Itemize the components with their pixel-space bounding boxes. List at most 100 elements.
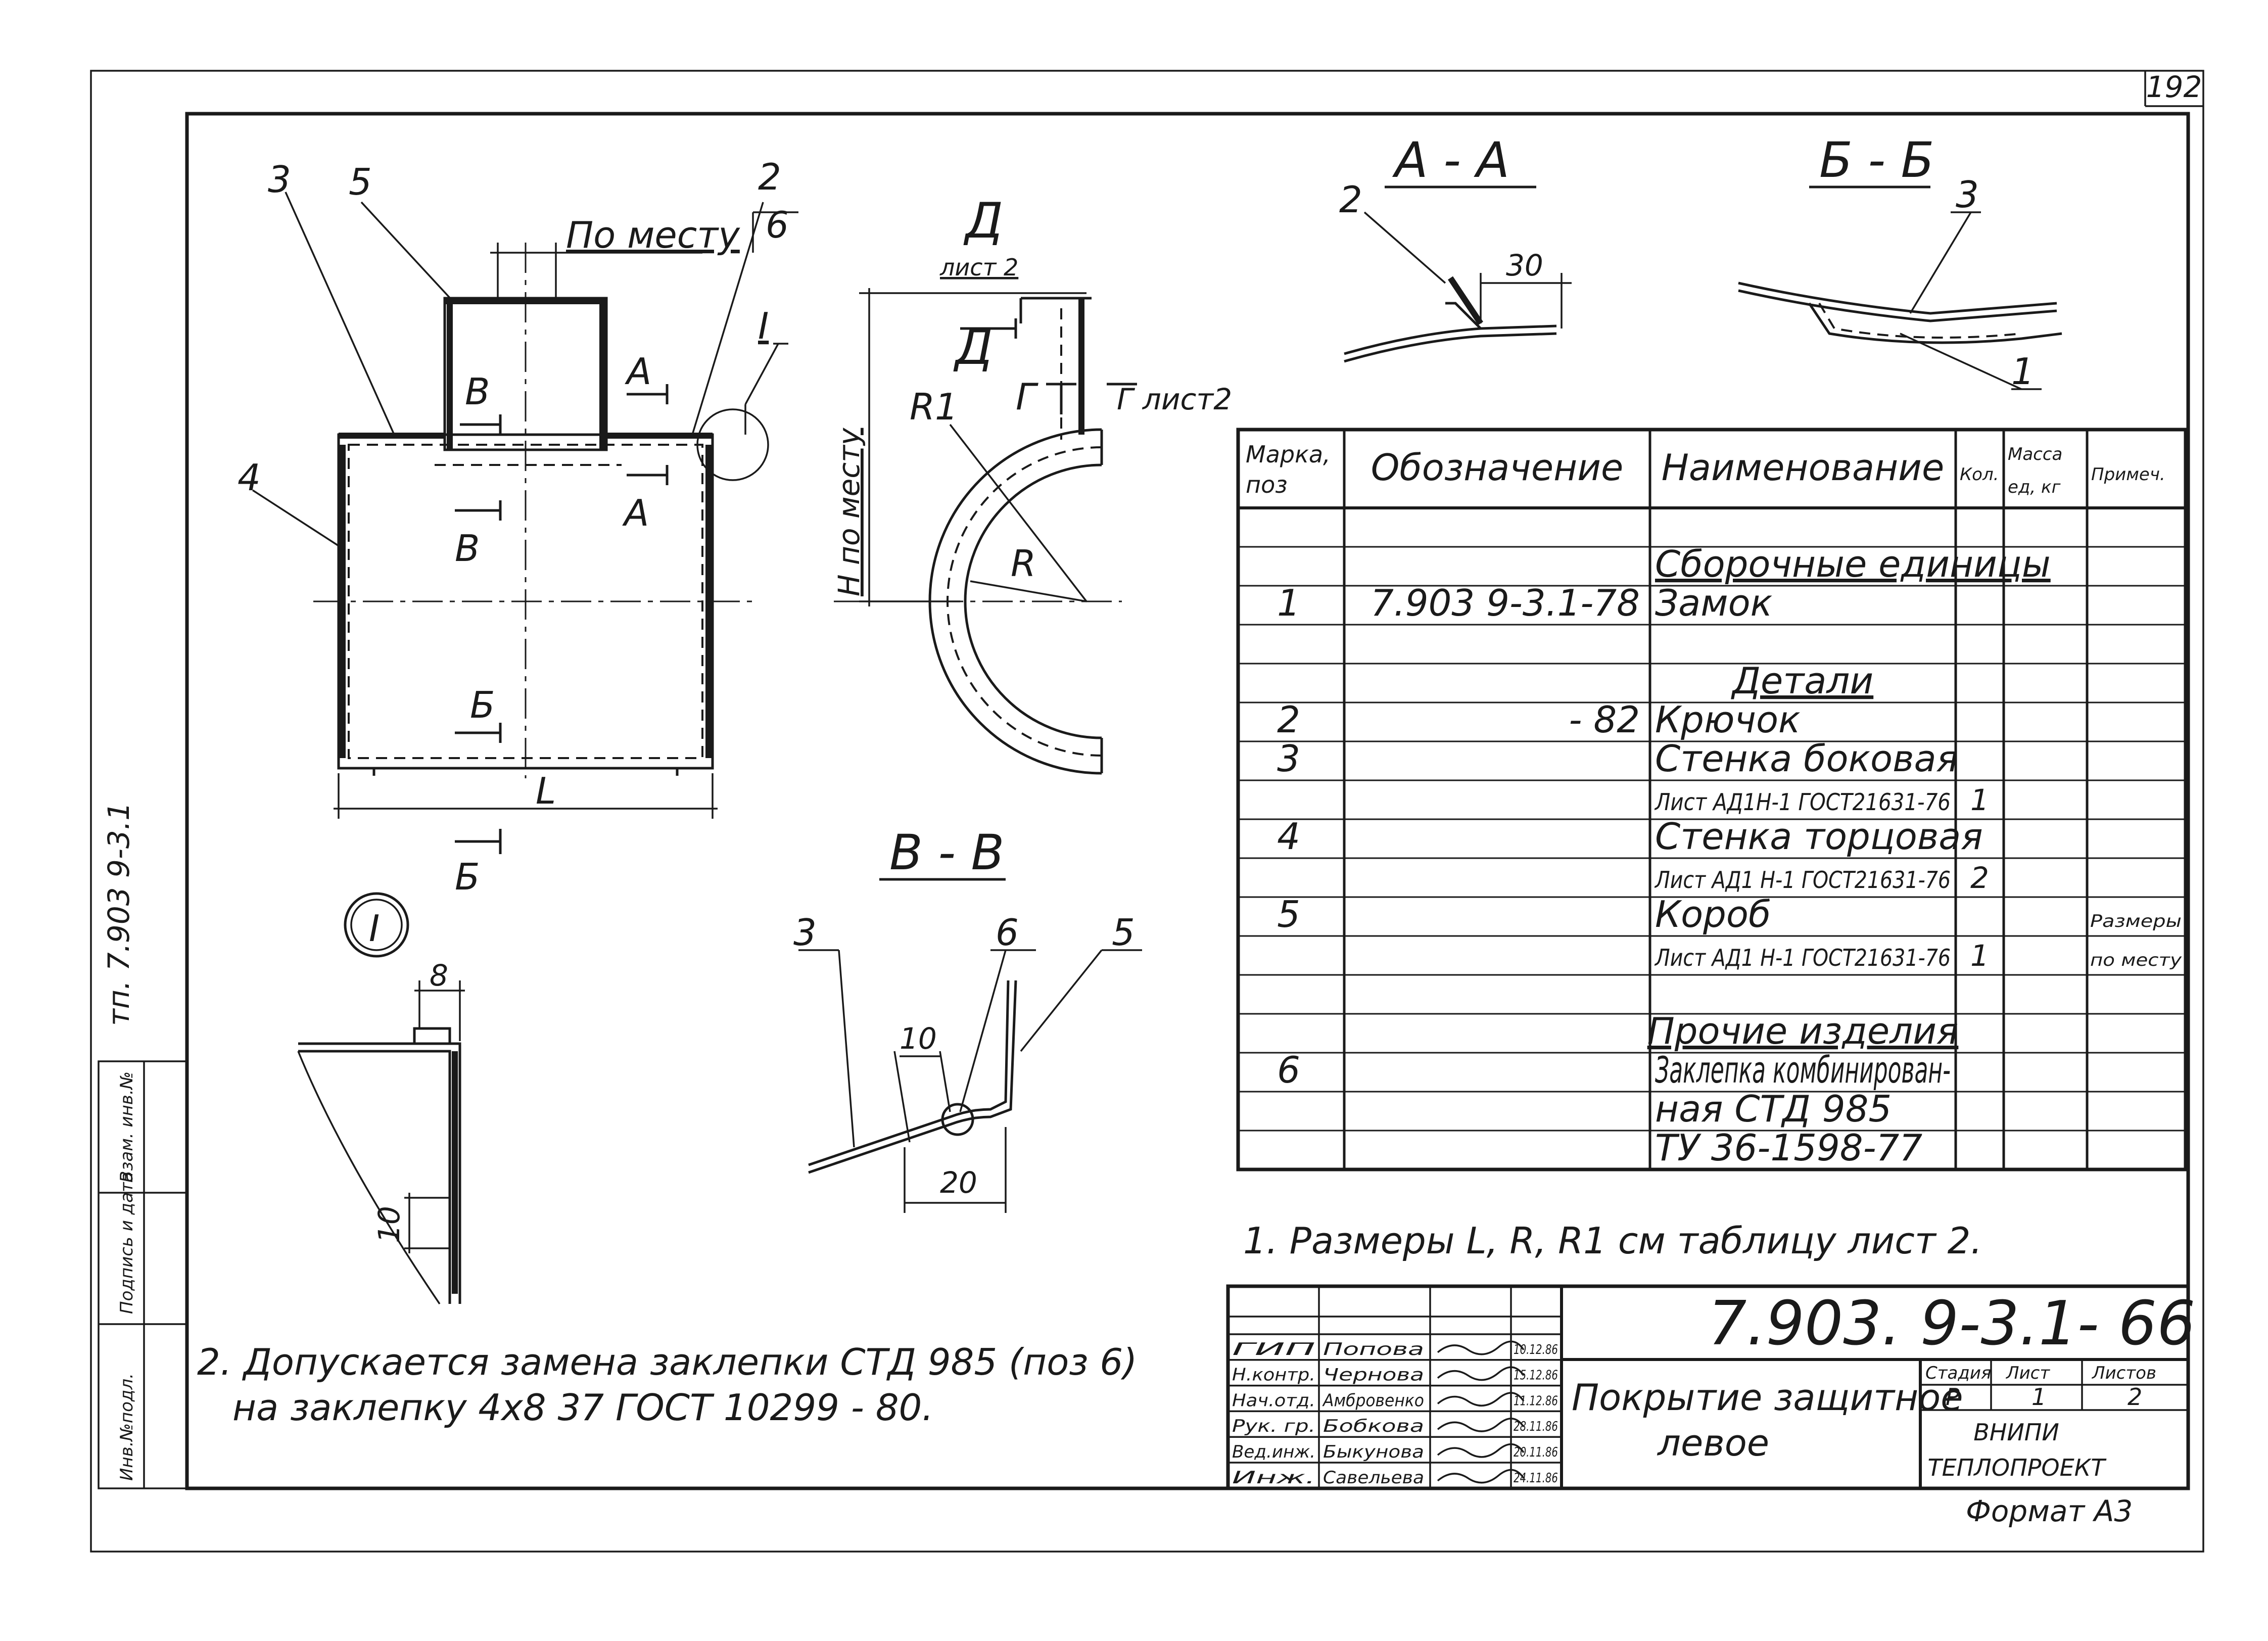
signature-mark (1437, 1366, 1525, 1381)
spec-cell-name: Лист АД1 Н-1 ГОСТ21631-76 (1654, 866, 1951, 894)
note-2-line1: 2. Допускается замена заклепки СТД 985 (… (197, 1341, 1137, 1383)
signer-date: 28.11.86 (1514, 1419, 1558, 1434)
side-view: Д лист 2 R1 R Н по месту Д Г Г лист2 (832, 193, 1232, 775)
section-VV-label-6: 6 (996, 911, 1019, 954)
spec-cell-name: Заклепка комбинирован- (1655, 1049, 1951, 1091)
radius-R: R (1011, 542, 1036, 585)
title-line2: левое (1657, 1422, 1769, 1464)
spec-header-mark: Марка, (1246, 441, 1331, 468)
spec-row: Детали (1731, 660, 1873, 702)
spec-header-note: Примеч. (2091, 464, 2165, 485)
side-stamp: Инв.№подл. Подпись и дата Взам. инв.№ тп… (98, 802, 188, 1489)
section-AA-title: А - А (1392, 132, 1509, 189)
signer-name: Чернова (1323, 1365, 1424, 1385)
spec-cell-mark: 1 (1277, 582, 1300, 624)
spec-cell-mark: 2 (1277, 698, 1300, 741)
spec-cell-name: ная СТД 985 (1655, 1088, 1892, 1130)
spec-row: Прочие изделия (1647, 1010, 1959, 1052)
spec-header-mark-2: поз (1246, 471, 1288, 498)
section-VV-label-3: 3 (793, 911, 817, 954)
format-label: Формат А3 (1966, 1494, 2133, 1528)
signature-mark (1437, 1469, 1525, 1484)
signer-date: 24.11.86 (1514, 1471, 1558, 1486)
dim-L: L (536, 770, 556, 812)
detail-I-callout (696, 408, 769, 481)
spec-cell-mark: 3 (1277, 737, 1300, 780)
spec-header-mass-2: ед, кг (2008, 477, 2061, 497)
side-code: тп. 7.903 9-3.1 (102, 802, 136, 1026)
signer-role: Н.контр. (1232, 1365, 1315, 1385)
detail-I-dim-8: 8 (430, 958, 448, 993)
spec-cell-qty: 1 (1970, 783, 1989, 817)
spec-cell-designation: - 82 (1569, 698, 1640, 741)
signature-mark (1437, 1418, 1525, 1432)
spec-cell-qty: 1 (1970, 939, 1989, 973)
section-BB-label-3: 3 (1956, 173, 1979, 216)
signer-role: Рук. гр. (1232, 1416, 1315, 1436)
sheet-number: 192 (2146, 70, 2202, 104)
section-VV: В - В 3 6 5 10 20 (793, 824, 1142, 1213)
mark-G: Г (1016, 376, 1038, 418)
spec-row: ная СТД 985 (1655, 1088, 1892, 1130)
signer-row: Вед.инж. Быкунова 20.11.86 (1232, 1442, 1558, 1462)
section-AA: А - А 2 30 (1339, 132, 1572, 363)
signer-date: 20.11.86 (1514, 1445, 1558, 1460)
spec-cell-name: Лист АД1 Н-1 ГОСТ21631-76 (1654, 944, 1951, 971)
signature-mark (1437, 1443, 1525, 1458)
sheets-value: 2 (2128, 1383, 2142, 1411)
section-BB-label-1: 1 (2011, 350, 2035, 393)
spec-cell-mark: 4 (1277, 815, 1300, 858)
signer-role: Вед.инж. (1232, 1442, 1315, 1462)
plan-label-5: 5 (349, 161, 372, 203)
spec-header-designation: Обозначение (1371, 446, 1624, 489)
plan-label-2: 2 (758, 156, 781, 198)
signer-name: Савельева (1323, 1468, 1424, 1488)
spec-cell-name: Замок (1655, 582, 1772, 624)
section-VV-dim-20: 20 (940, 1165, 977, 1200)
spec-section-heading: Сборочные единицы (1655, 543, 2051, 585)
section-AA-dim-30: 30 (1506, 248, 1543, 283)
title-block: 7.903. 9-3.1- 66 Покрытие защитное левое… (1226, 1284, 2195, 1490)
sheet-value: 1 (2031, 1383, 2046, 1411)
detail-I-dim-10: 10 (372, 1206, 406, 1243)
stage-label: Стадия (1925, 1363, 1991, 1383)
spec-header-name: Наименование (1662, 446, 1945, 489)
signer-name: Быкунова (1323, 1442, 1424, 1462)
note-2-line2: на заклепку 4х8 37 ГОСТ 10299 - 80. (232, 1386, 933, 1429)
plan-label-4: 4 (238, 456, 261, 499)
mark-B-bottom: Б (455, 856, 480, 898)
signer-role: Нач.отд. (1232, 1390, 1315, 1411)
spec-cell-name: Короб (1655, 893, 1771, 935)
detail-I: I 8 10 (297, 892, 465, 1304)
org-line2: ТЕПЛОПРОЕКТ (1928, 1454, 2107, 1481)
plan-label-I: I (758, 305, 769, 347)
spec-cell-note: по месту (2090, 950, 2182, 970)
mark-A-bottom: А (622, 492, 649, 534)
spec-cell-name: ТУ 36-1598-77 (1655, 1127, 1922, 1169)
section-BB: Б - Б 3 1 (1738, 132, 2062, 393)
view-D-list: лист 2 (939, 254, 1018, 281)
mark-V-top: В (465, 370, 490, 413)
mark-A-top: А (625, 350, 651, 393)
spec-header-mass: Масса (2008, 444, 2062, 464)
detail-I-title: I (369, 907, 380, 950)
sheet-label: Лист (2005, 1363, 2050, 1383)
spec-cell-mark: 6 (1277, 1049, 1300, 1091)
spec-row: 6 Заклепка комбинирован- (1277, 1049, 1951, 1091)
outer-frame (90, 70, 2204, 1553)
sheet-number-box: 192 (2144, 70, 2203, 107)
spec-row: ТУ 36-1598-77 (1655, 1127, 1922, 1169)
signer-name: Попова (1323, 1339, 1424, 1359)
spec-section-heading: Прочие изделия (1647, 1010, 1959, 1052)
plan-label-6: 6 (766, 204, 789, 246)
